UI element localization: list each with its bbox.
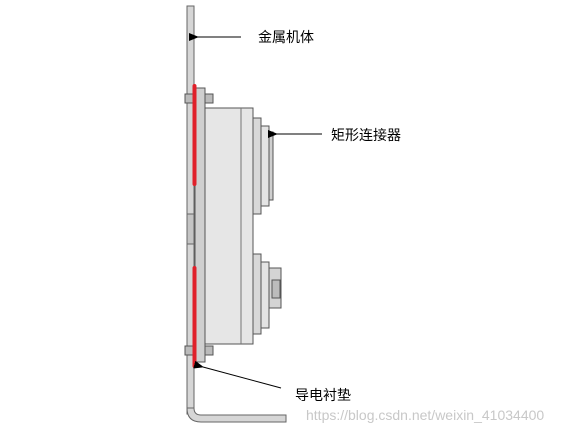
- gasket-lower: [192, 266, 197, 368]
- watermark: https://blog.csdn.net/weixin_41034400: [306, 407, 545, 423]
- metal-chassis: [186, 5, 287, 423]
- label-conductive-gasket: 导电衬垫: [295, 388, 351, 404]
- label-rect-connector: 矩形连接器: [331, 128, 401, 144]
- connector-body: [204, 107, 254, 345]
- label-metal-chassis: 金属机体: [258, 30, 314, 46]
- gasket-upper: [192, 84, 197, 186]
- conductive-gasket: [192, 84, 197, 368]
- lower-plug: [252, 253, 282, 335]
- leader-conductive-gasket: [193, 360, 282, 389]
- upper-plug: [252, 117, 274, 215]
